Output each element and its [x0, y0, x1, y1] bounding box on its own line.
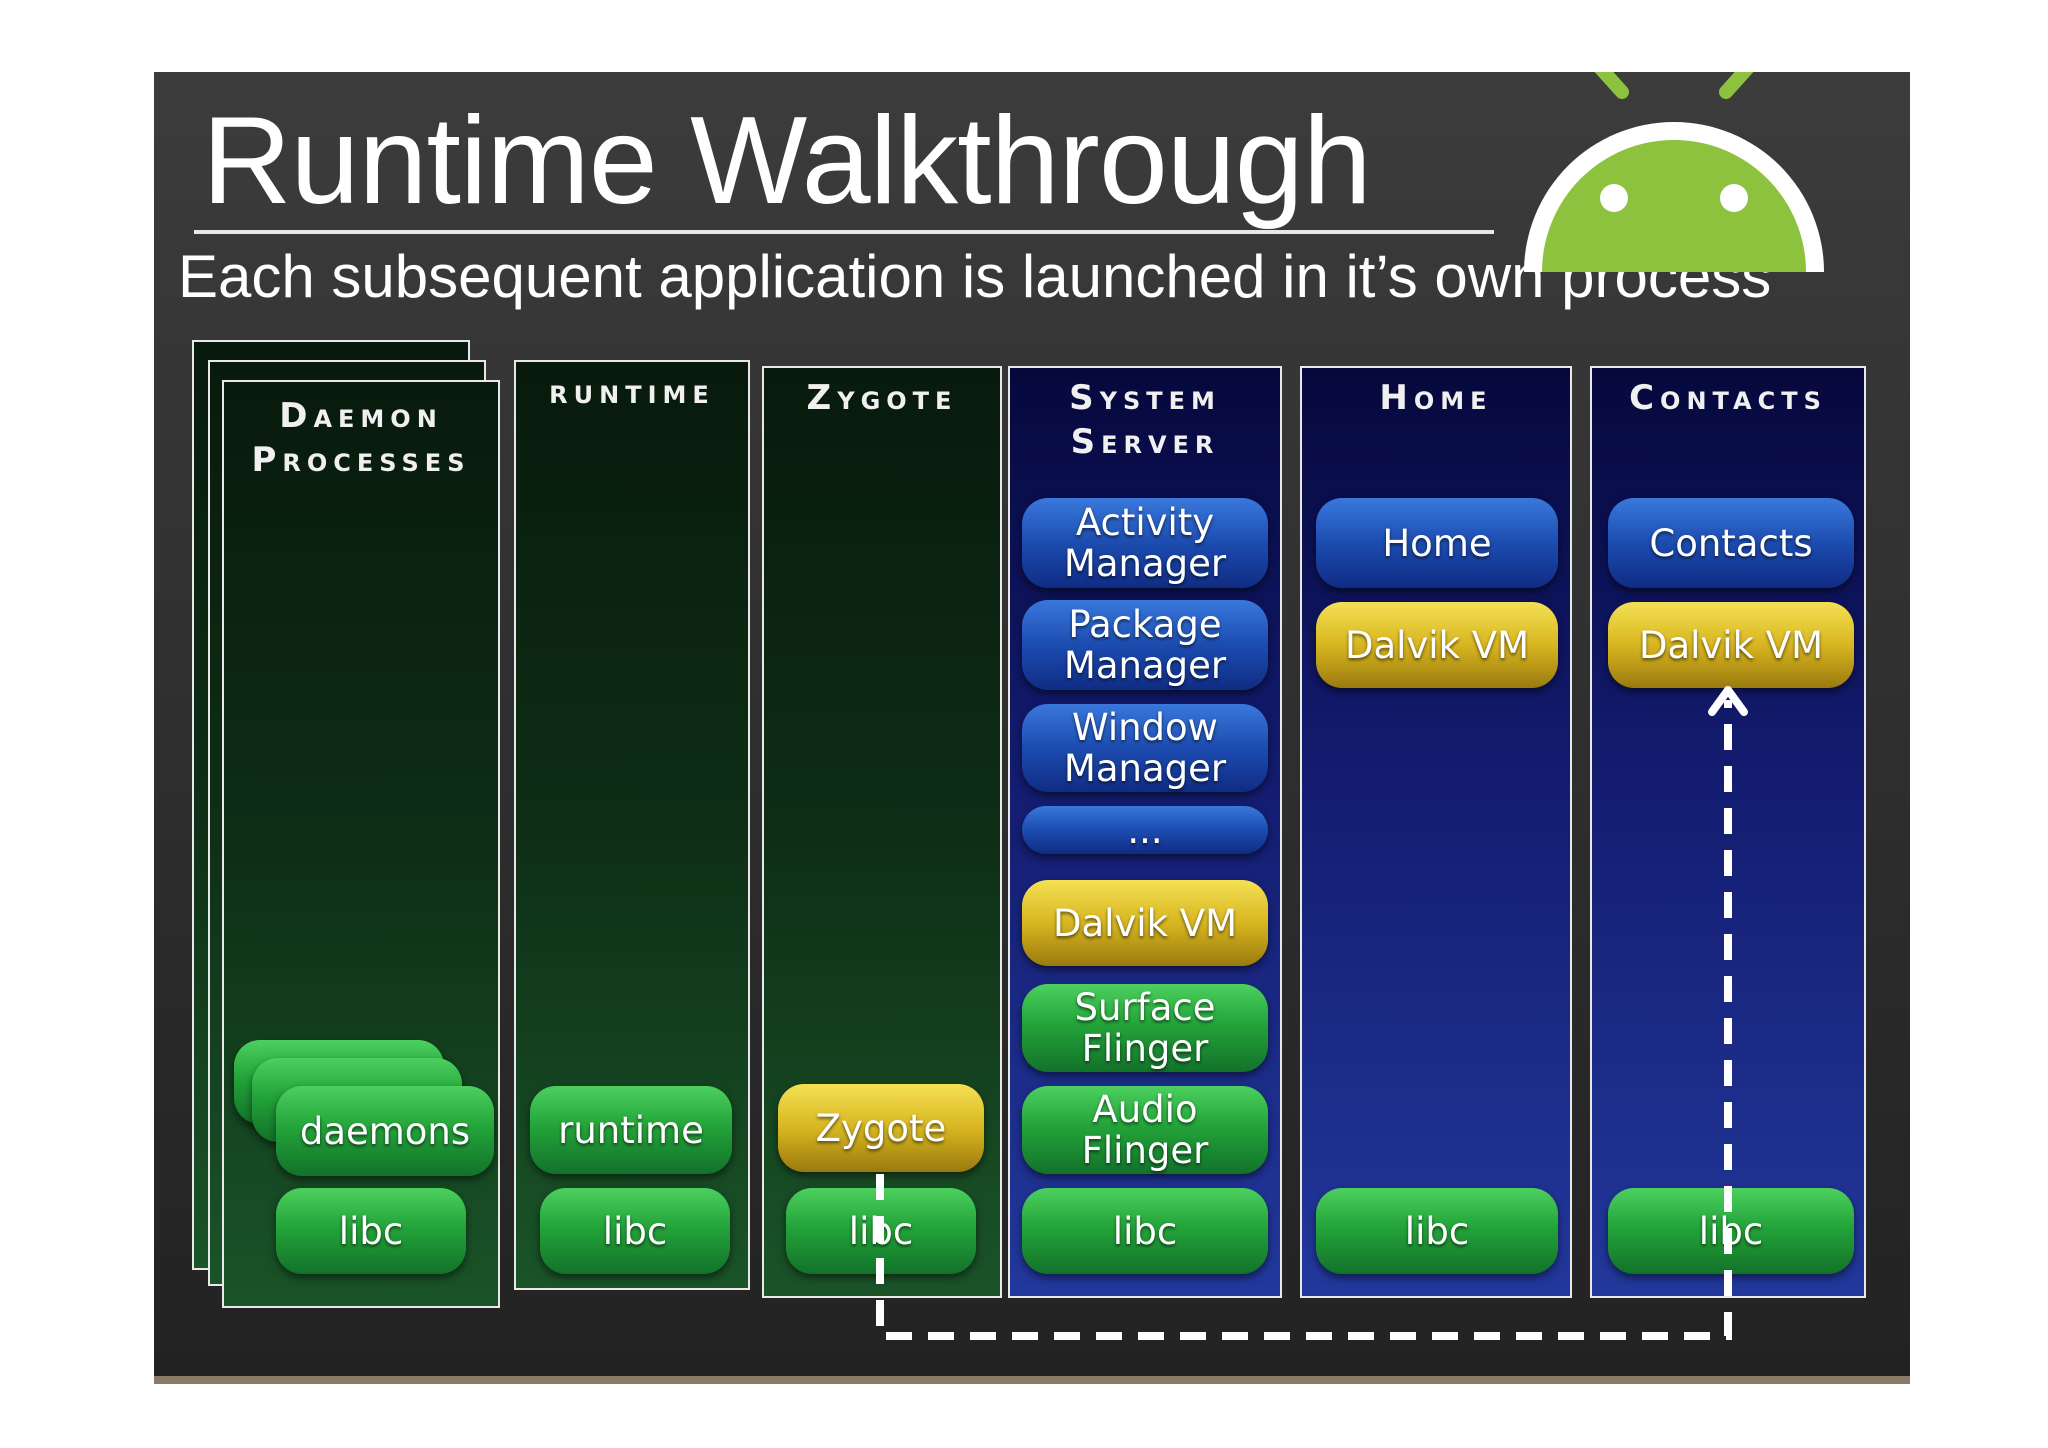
- package-manager-box: Package Manager: [1022, 600, 1268, 690]
- contacts-box: Contacts: [1608, 498, 1854, 588]
- surface-flinger-box: Surface Flinger: [1022, 984, 1268, 1072]
- contacts-column-title: Contacts: [1629, 378, 1827, 418]
- home-column-title: Home: [1379, 378, 1493, 418]
- home-dalvik-vm-box: Dalvik VM: [1316, 602, 1558, 688]
- system-dalvik-vm-box: Dalvik VM: [1022, 880, 1268, 966]
- runtime-column-title: runtime: [549, 372, 715, 412]
- window-manager-box: Window Manager: [1022, 704, 1268, 792]
- slide-bottom-edge: [154, 1376, 1910, 1384]
- android-robot-icon: [1524, 72, 1824, 272]
- daemon-libc-box: libc: [276, 1188, 466, 1274]
- system-server-column-title: System Server: [1069, 378, 1221, 462]
- more-services-box: ...: [1022, 806, 1268, 854]
- home-libc-box: libc: [1316, 1188, 1558, 1274]
- daemons-box: daemons: [276, 1086, 494, 1176]
- system-libc-box: libc: [1022, 1188, 1268, 1274]
- slide-subtitle: Each subsequent application is launched …: [178, 243, 1772, 310]
- zygote-libc-box: libc: [786, 1188, 976, 1274]
- title-underline: [194, 230, 1494, 234]
- runtime-box: runtime: [530, 1086, 732, 1174]
- runtime-libc-box: libc: [540, 1188, 730, 1274]
- contacts-dalvik-vm-box: Dalvik VM: [1608, 602, 1854, 688]
- contacts-libc-box: libc: [1608, 1188, 1854, 1274]
- slide-title: Runtime Walkthrough: [202, 92, 1372, 230]
- audio-flinger-box: Audio Flinger: [1022, 1086, 1268, 1174]
- activity-manager-box: Activity Manager: [1022, 498, 1268, 588]
- zygote-column-title: Zygote: [806, 378, 958, 418]
- daemon-column-title: Daemon Processes: [251, 396, 471, 480]
- home-box: Home: [1316, 498, 1558, 588]
- zygote-box: Zygote: [778, 1084, 984, 1172]
